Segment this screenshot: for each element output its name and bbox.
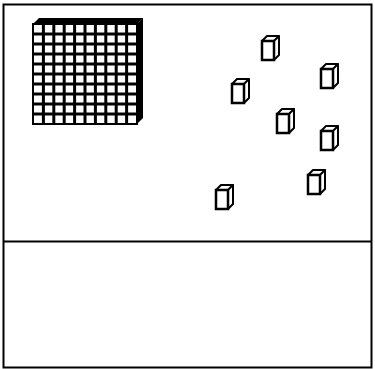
unit-cube-front <box>262 41 274 60</box>
unit-cubes-group <box>216 36 338 209</box>
unit-cube <box>232 79 249 103</box>
unit-cube-front <box>216 190 228 209</box>
unit-cube <box>321 64 338 88</box>
unit-cube <box>277 109 294 133</box>
unit-cube <box>308 170 325 194</box>
unit-cube-front <box>308 175 320 194</box>
unit-cube <box>216 185 233 209</box>
unit-cube-front <box>277 114 289 133</box>
answer-area <box>5 243 370 366</box>
unit-cube-front <box>232 84 244 103</box>
unit-cube-front <box>321 69 333 88</box>
unit-cube <box>321 126 338 150</box>
unit-cube <box>262 36 279 60</box>
hundred-flat-block <box>33 18 143 124</box>
unit-cube-front <box>321 131 333 150</box>
